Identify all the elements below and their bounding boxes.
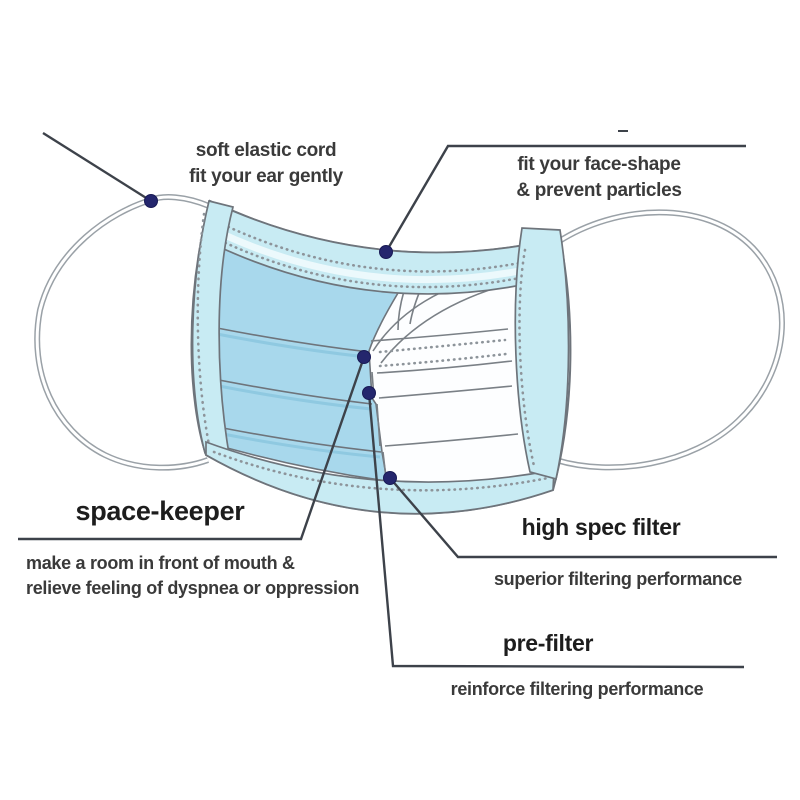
marker-dot-high-spec-filter <box>383 471 397 485</box>
label-elastic-cord: soft elastic cord fit your ear gently <box>146 138 386 190</box>
nose-band-stitches <box>213 220 558 289</box>
inner-pleat-line-2 <box>384 433 519 447</box>
inner-pleat-line-1 <box>378 385 513 399</box>
pleat-shadow-1 <box>216 332 368 359</box>
heading-space-keeper: space-keeper <box>75 496 245 526</box>
marker-dot-elastic-cord <box>144 194 158 208</box>
marker-dot-face-shape <box>379 245 393 259</box>
marker-dot-pre-filter <box>362 386 376 400</box>
pleat-fold-lines <box>216 327 382 459</box>
right-ear-loop-cord <box>555 209 785 471</box>
pleat-shadow-2 <box>218 384 372 411</box>
stitch-row-middle-1 <box>378 338 507 354</box>
right-edge-band <box>514 227 570 481</box>
label-face-shape-line2: & prevent particles <box>516 180 682 201</box>
left-ear-loop-cord <box>34 194 211 471</box>
heading-pre-filter: pre-filter <box>502 630 594 656</box>
label-face-shape: fit your face-shape & prevent particles <box>479 152 719 204</box>
callout-line-elastic-cord <box>42 131 152 203</box>
heading-high-spec-filter: high spec filter <box>521 514 681 540</box>
middle-strip-bottom <box>376 360 513 374</box>
callout-line-space-keeper <box>18 356 366 541</box>
label-pre-filter-desc: reinforce filtering performance <box>450 679 704 699</box>
label-elastic-cord-line2: fit your ear gently <box>189 166 343 187</box>
callout-line-pre-filter <box>367 392 745 669</box>
fold-step-top-1 <box>397 290 405 331</box>
label-space-keeper-desc-line1: make a room in front of mouth & <box>26 553 295 573</box>
marker-dot-space-keeper <box>357 350 371 364</box>
pleat-line-3 <box>222 427 382 453</box>
middle-strip-stitches <box>378 338 508 368</box>
stitch-row-bottom <box>212 450 550 492</box>
stitch-column-right <box>518 248 536 468</box>
pleat-shadow-3 <box>222 432 381 459</box>
marker-dots <box>144 194 397 485</box>
right-ear-loop <box>555 209 785 471</box>
stitch-row-middle-2 <box>378 352 508 368</box>
label-face-shape-line1: fit your face-shape <box>517 154 681 175</box>
label-high-spec-filter-desc: superior filtering performance <box>493 569 743 589</box>
nose-band-hem-highlight <box>214 227 557 284</box>
callout-line-high-spec-filter <box>389 477 777 559</box>
fold-step-mid-2 <box>376 403 381 447</box>
middle-strip-top <box>370 328 509 342</box>
stitch-row-top-1 <box>216 220 558 273</box>
stitch-column-left <box>196 212 212 452</box>
left-ear-loop <box>34 194 211 471</box>
right-ear-loop-cord-highlight <box>555 210 784 469</box>
left-ear-loop-cord-highlight <box>35 195 210 470</box>
pleat-line-2 <box>218 379 373 405</box>
callout-line-face-shape <box>384 144 746 253</box>
pleat-line-1 <box>216 327 370 353</box>
stitch-row-top-2 <box>213 236 557 289</box>
callout-lines <box>18 130 777 669</box>
label-space-keeper-desc: make a room in front of mouth & relieve … <box>26 551 386 601</box>
label-space-keeper-desc-line2: relieve feeling of dyspnea or oppression <box>26 578 360 598</box>
label-elastic-cord-line1: soft elastic cord <box>195 140 337 161</box>
